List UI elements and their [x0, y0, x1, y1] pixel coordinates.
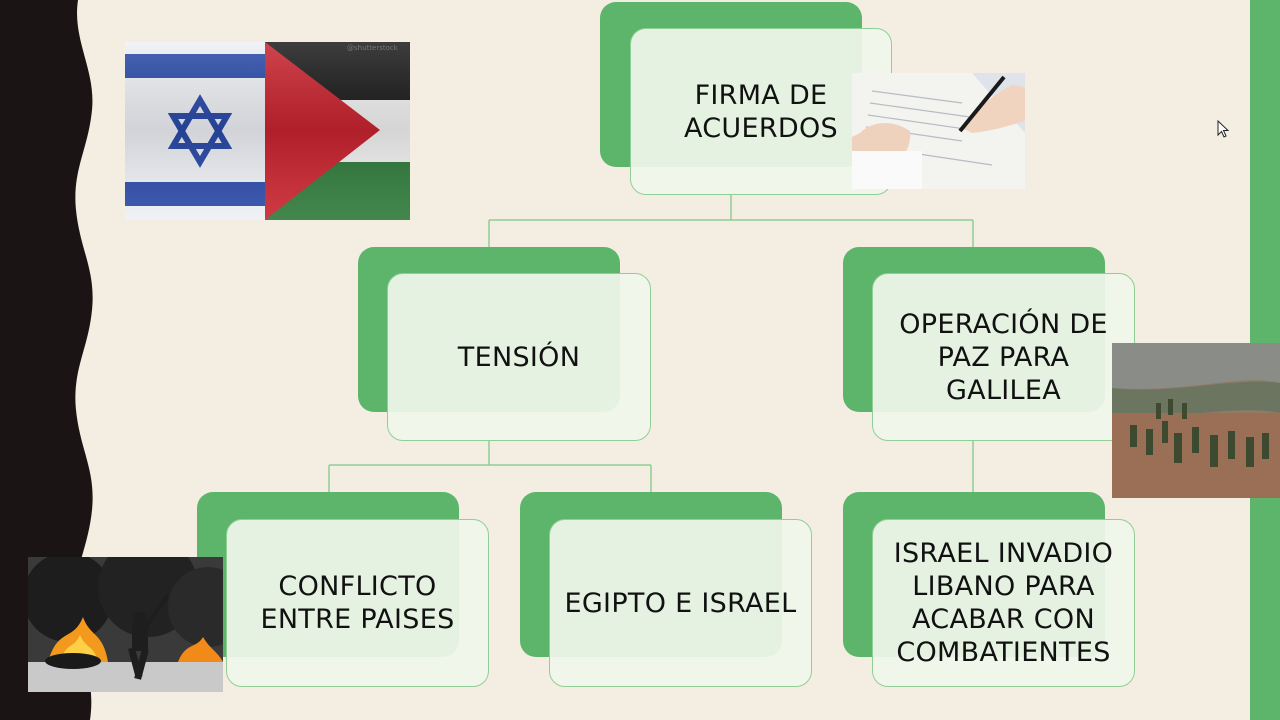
signing-image [852, 73, 1025, 189]
node-tension-label: TENSIÓN [457, 341, 581, 373]
node-israel: ISRAEL INVADIO LIBANO PARA ACABAR CON CO… [872, 519, 1135, 687]
node-galilea-label: OPERACIÓN DE PAZ PARA GALILEA [899, 308, 1108, 406]
node-conflicto-label: CONFLICTO ENTRE PAISES [260, 571, 455, 635]
mouse-cursor-icon [1217, 120, 1230, 138]
left-wave-border [0, 0, 93, 720]
node-galilea: OPERACIÓN DE PAZ PARA GALILEA [872, 273, 1135, 441]
node-root-label: FIRMA DE ACUERDOS [683, 79, 838, 144]
node-egipto: EGIPTO E ISRAEL [549, 519, 812, 687]
soldiers-image [1112, 343, 1280, 498]
flags-image: @shutterstock [125, 42, 410, 220]
connector-root [488, 195, 974, 248]
node-israel-label: ISRAEL INVADIO LIBANO PARA ACABAR CON CO… [893, 538, 1114, 668]
node-conflicto: CONFLICTO ENTRE PAISES [226, 519, 489, 687]
node-egipto-label: EGIPTO E ISRAEL [564, 587, 797, 619]
flags-watermark: @shutterstock [347, 44, 399, 52]
node-root: FIRMA DE ACUERDOS [630, 28, 892, 195]
connector-tension [328, 441, 652, 493]
node-tension: TENSIÓN [387, 273, 651, 441]
riot-image [28, 557, 223, 692]
